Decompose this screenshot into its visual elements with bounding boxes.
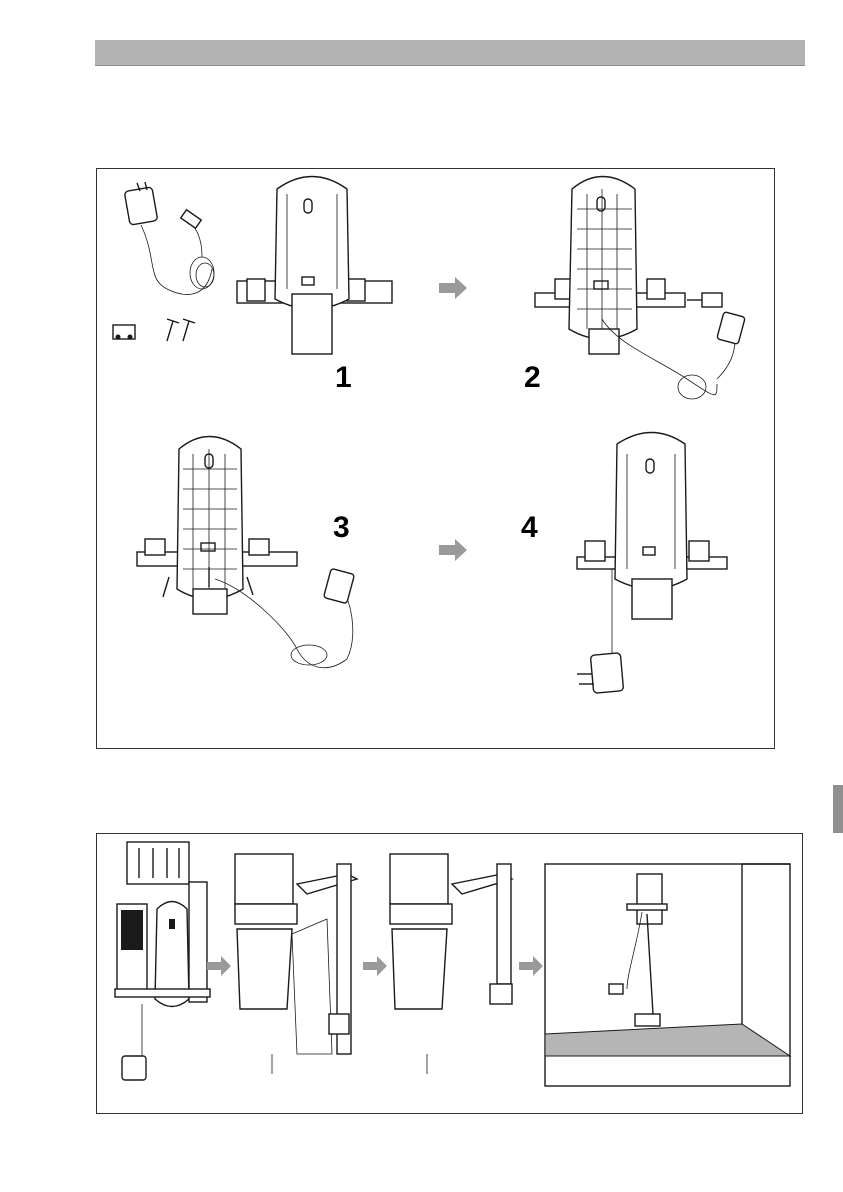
arrow-right-icon: [519, 956, 543, 976]
mount-step-b: [390, 854, 512, 1074]
wall-mount-figure: [96, 833, 803, 1114]
dock-front-step4: [577, 433, 727, 694]
power-adapter-icon: [124, 182, 214, 294]
screw-icon: [167, 319, 195, 341]
arrow-right-icon: [439, 277, 467, 299]
arrow-right-icon: [363, 956, 387, 976]
installation-steps-drawing: [97, 169, 774, 748]
wall-plug-icon: [113, 325, 135, 340]
dock-back-step3: [137, 437, 354, 668]
side-thumb-tab: [833, 785, 843, 833]
accessories-and-dock: [115, 842, 210, 1080]
dock-back-step2: [535, 177, 745, 400]
dock-front-step1: [237, 177, 392, 355]
step-number: 2: [524, 361, 541, 395]
section-header-bar: [95, 40, 805, 66]
arrow-right-icon: [439, 539, 467, 561]
step-number: 4: [521, 511, 538, 545]
step-number: 1: [335, 361, 352, 395]
arrow-right-icon: [207, 956, 231, 976]
mount-step-a: [235, 854, 357, 1074]
step-number: 3: [333, 511, 350, 545]
room-installed-view: [545, 864, 790, 1086]
power-adapter-icon: [609, 984, 623, 994]
wall-mount-drawing: [97, 834, 802, 1113]
installation-steps-figure: 1 2 3 4: [96, 168, 775, 749]
